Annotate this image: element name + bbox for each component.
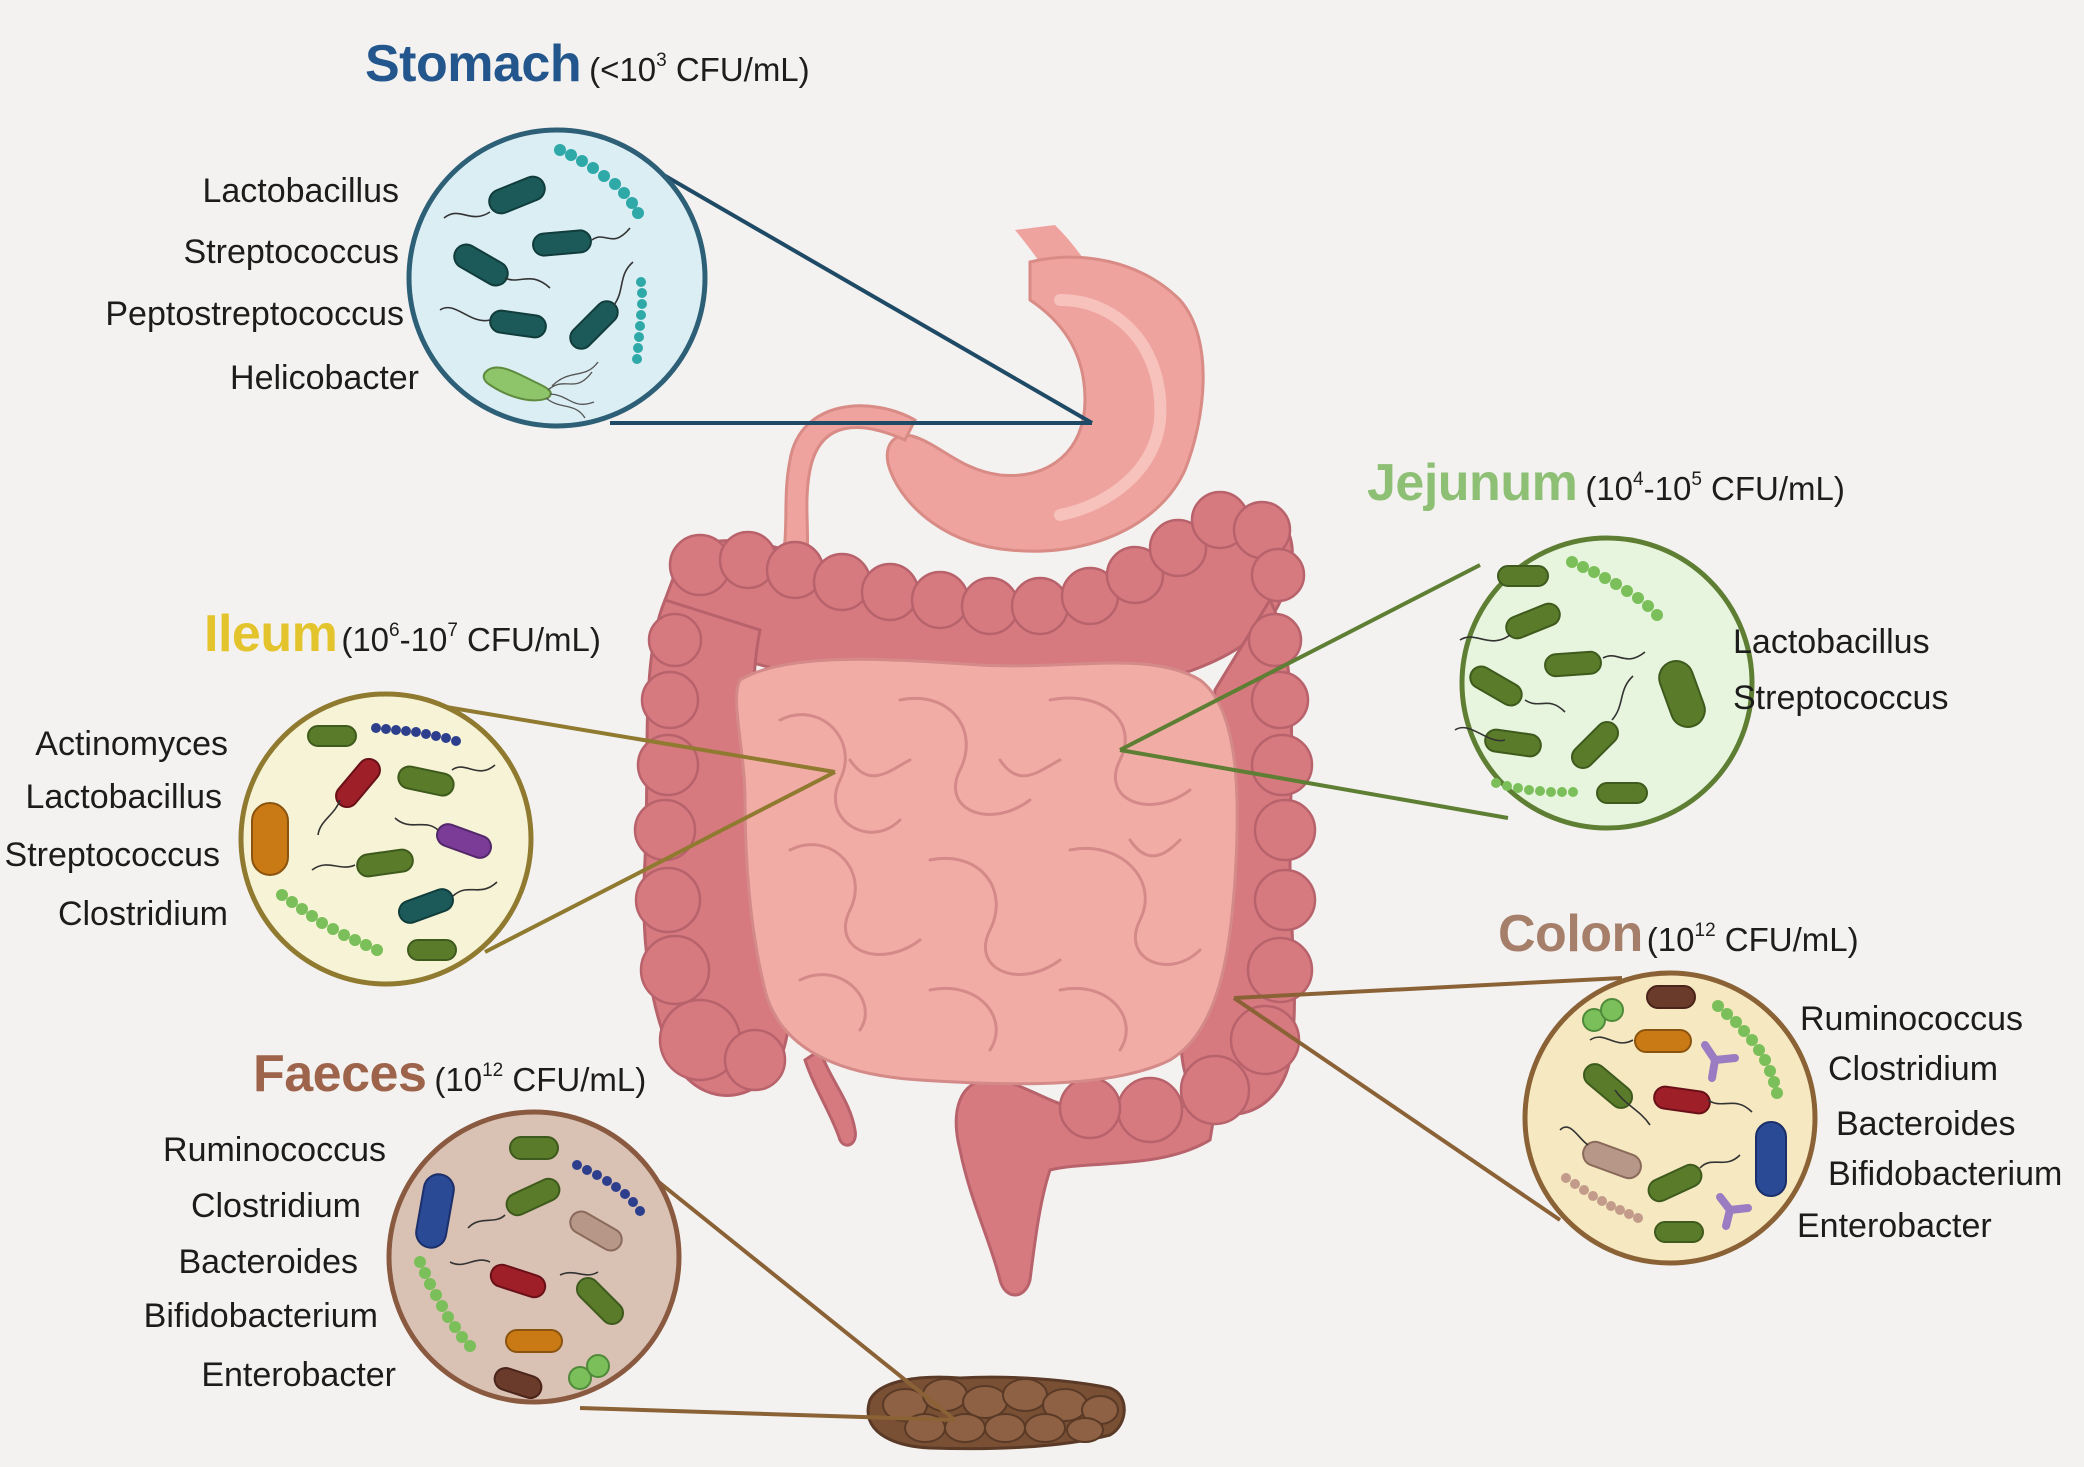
faeces-magnifier (389, 1112, 679, 1402)
ileum-bacterium-2: Lactobacillus (25, 780, 222, 814)
jejunum-title: Jejunum(104-105 CFU/mL) (1367, 457, 1845, 509)
colon-bacterium-2: Clostridium (1828, 1052, 1998, 1086)
faeces-bacterium-4: Bifidobacterium (144, 1299, 378, 1333)
stomach-bacterium-4: Helicobacter (230, 361, 419, 395)
faeces-title: Faeces(1012 CFU/mL) (253, 1048, 646, 1100)
stomach-concentration: (<103 CFU/mL) (589, 51, 810, 88)
jejunum-bacterium-2: Streptococcus (1733, 681, 1948, 715)
jejunum-name: Jejunum (1367, 454, 1577, 512)
jejunum-concentration: (104-105 CFU/mL) (1585, 470, 1845, 507)
digestive-tract-illustration (635, 225, 1315, 1449)
ileum-magnifier (241, 694, 531, 984)
faeces-bacterium-1: Ruminococcus (163, 1133, 386, 1167)
colon-bacterium-5: Enterobacter (1797, 1209, 1992, 1243)
faeces-name: Faeces (253, 1045, 426, 1103)
stomach-title: Stomach(<103 CFU/mL) (365, 38, 810, 90)
colon-bacterium-3: Bacteroides (1836, 1107, 2016, 1141)
stomach-name: Stomach (365, 35, 581, 93)
small-intestine (737, 659, 1238, 1083)
colon-magnifier (1525, 973, 1815, 1263)
stomach-bacterium-2: Streptococcus (184, 235, 399, 269)
stomach-magnifier (409, 130, 705, 426)
ileum-bacterium-4: Clostridium (58, 897, 228, 931)
colon-bacterium-4: Bifidobacterium (1828, 1157, 2062, 1191)
faeces-bacterium-2: Clostridium (191, 1189, 361, 1223)
jejunum-magnifier (1455, 538, 1752, 828)
faeces-concentration: (1012 CFU/mL) (434, 1061, 646, 1098)
ileum-concentration: (106-107 CFU/mL) (341, 621, 601, 658)
stomach-bacterium-3: Peptostreptococcus (105, 297, 404, 331)
ileum-bacterium-3: Streptococcus (5, 838, 220, 872)
ileum-title: Ileum(106-107 CFU/mL) (204, 608, 601, 660)
stomach-bacterium-1: Lactobacillus (202, 174, 399, 208)
ileum-bacterium-1: Actinomyces (35, 727, 228, 761)
faeces-illustration (868, 1377, 1124, 1449)
faeces-bacterium-5: Enterobacter (201, 1358, 396, 1392)
ileum-name: Ileum (204, 605, 337, 663)
faeces-bacterium-3: Bacteroides (178, 1245, 358, 1279)
colon-title: Colon(1012 CFU/mL) (1498, 908, 1859, 960)
jejunum-bacterium-1: Lactobacillus (1733, 625, 1930, 659)
colon-concentration: (1012 CFU/mL) (1647, 921, 1859, 958)
colon-name: Colon (1498, 905, 1643, 963)
colon-bacterium-1: Ruminococcus (1800, 1002, 2023, 1036)
